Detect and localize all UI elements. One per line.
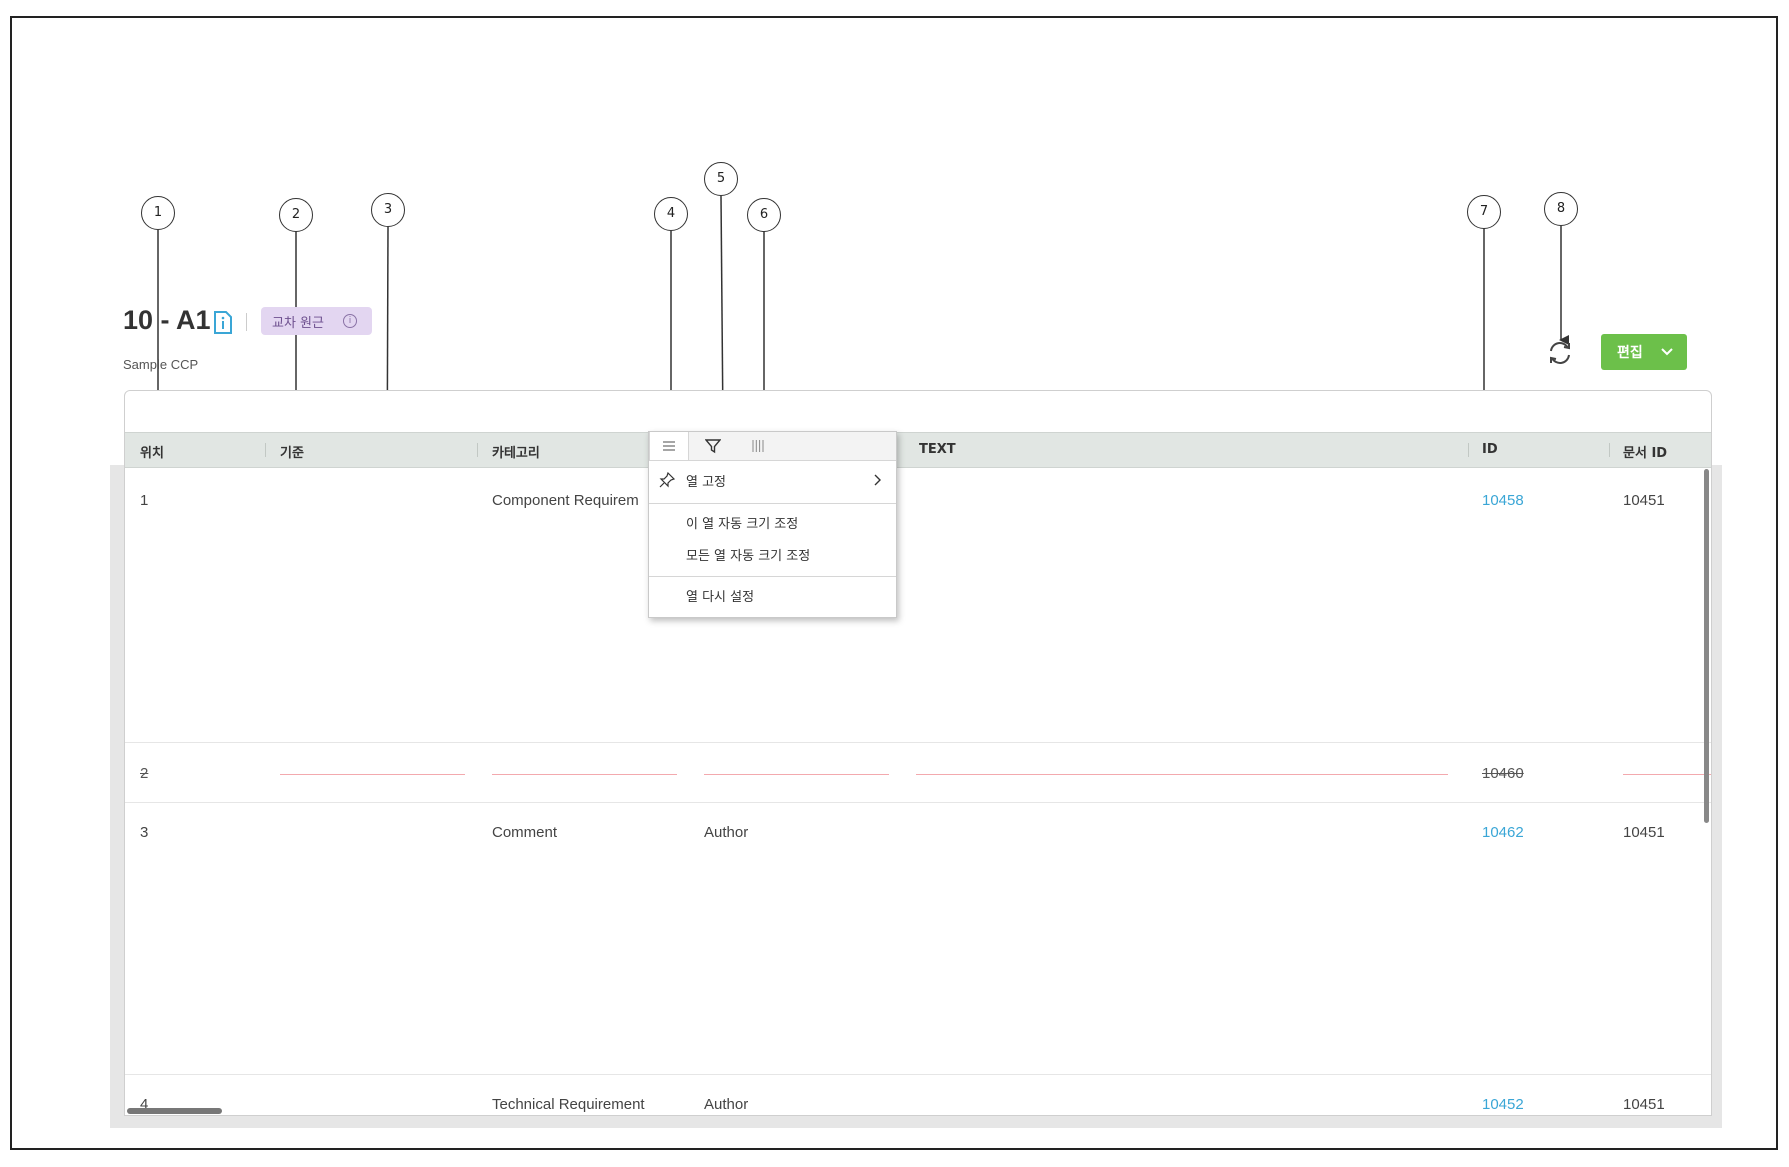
horizontal-scrollbar[interactable] [127,1108,222,1114]
status-badge: 교차 원근 i [261,307,372,335]
menu-item-autosize-this[interactable]: 이 열 자동 크기 조정 [649,509,896,535]
cell-category: Technical Requirement [492,1096,645,1113]
column-header-position[interactable]: 위치 [140,446,164,461]
row-divider [125,802,1711,803]
cell-category: Comment [492,824,558,841]
column-menu-tabs [649,432,896,461]
deleted-marker [704,774,889,775]
grid-header: 위치 기준 카테고리 TEXT ID 문서 ID [125,432,1711,468]
column-header-doc-id[interactable]: 문서 ID [1623,446,1668,461]
callout-3: 3 [371,193,405,227]
column-header-criteria[interactable]: 기준 [280,446,304,461]
callout-5: 5 [704,162,738,196]
document-info-icon[interactable] [213,311,233,335]
tab-filter[interactable] [694,432,732,460]
column-header-category[interactable]: 카테고리 [492,446,540,461]
vertical-scrollbar[interactable] [1704,469,1709,823]
chevron-right-icon [874,474,881,486]
menu-item-label: 열 다시 설정 [686,590,755,605]
cell-id-link[interactable]: 10462 [1482,824,1524,841]
cell-author: Author [704,1096,749,1113]
callout-8: 8 [1544,192,1578,226]
tab-general[interactable] [649,432,689,460]
edit-button[interactable]: 편집 [1601,334,1687,370]
cell-id-link[interactable]: 10458 [1482,492,1524,509]
row-divider [125,742,1711,743]
page-title: 10 - A1 [123,305,211,335]
cell-doc-id: 10451 [1623,492,1665,509]
page-subtitle: Sample CCP [123,357,199,372]
columns-icon [752,440,764,452]
deleted-marker [492,774,677,775]
callout-6: 6 [747,198,781,232]
menu-icon [663,441,675,451]
row-divider [125,1074,1711,1075]
cell-doc-id: 10451 [1623,1096,1665,1113]
column-header-id[interactable]: ID [1482,442,1498,457]
menu-divider [649,576,896,577]
callout-4: 4 [654,197,688,231]
column-separator[interactable] [1609,443,1610,457]
menu-item-label: 모든 열 자동 크기 조정 [686,549,811,564]
menu-divider [649,503,896,504]
refresh-icon[interactable] [1546,339,1574,367]
callout-7: 7 [1467,195,1501,229]
menu-item-label: 열 고정 [686,475,727,490]
column-menu: 열 고정 이 열 자동 크기 조정 모든 열 자동 크기 조정 열 다시 설정 [648,431,897,618]
callout-1: 1 [141,196,175,230]
cell-position: 1 [140,492,149,509]
column-separator[interactable] [265,443,266,457]
deleted-marker [916,774,1448,775]
callout-2: 2 [279,198,313,232]
cell-position: 3 [140,824,149,841]
tab-columns[interactable] [739,432,777,460]
column-header-text[interactable]: TEXT [919,442,956,457]
cell-author: Author [704,824,749,841]
chevron-down-icon [1661,348,1673,356]
cell-doc-id: 10451 [1623,824,1665,841]
cell-position: 4 [140,1096,149,1113]
cell-category: Component Requirem [492,492,639,509]
cell-id-deleted: 10460 [1482,765,1524,782]
menu-item-autosize-all[interactable]: 모든 열 자동 크기 조정 [649,541,896,567]
column-separator[interactable] [1468,443,1469,457]
cell-id-link[interactable]: 10452 [1482,1096,1524,1113]
filter-icon [704,439,722,454]
menu-item-label: 이 열 자동 크기 조정 [686,517,799,532]
menu-item-pin-column[interactable]: 열 고정 [649,467,896,493]
deleted-marker [1623,774,1711,775]
data-grid: 위치 기준 카테고리 TEXT ID 문서 ID 1 Component Req… [124,390,1712,1116]
status-badge-label: 교차 원근 [272,316,324,331]
deleted-marker [280,774,465,775]
screenshot-frame [10,16,1778,1150]
column-separator[interactable] [477,443,478,457]
title-divider [246,313,247,331]
edit-button-label: 편집 [1617,345,1643,361]
pin-icon [659,472,675,488]
info-icon[interactable]: i [343,314,357,328]
menu-item-reset-columns[interactable]: 열 다시 설정 [649,582,896,608]
cell-position-deleted: 2 [140,765,149,782]
